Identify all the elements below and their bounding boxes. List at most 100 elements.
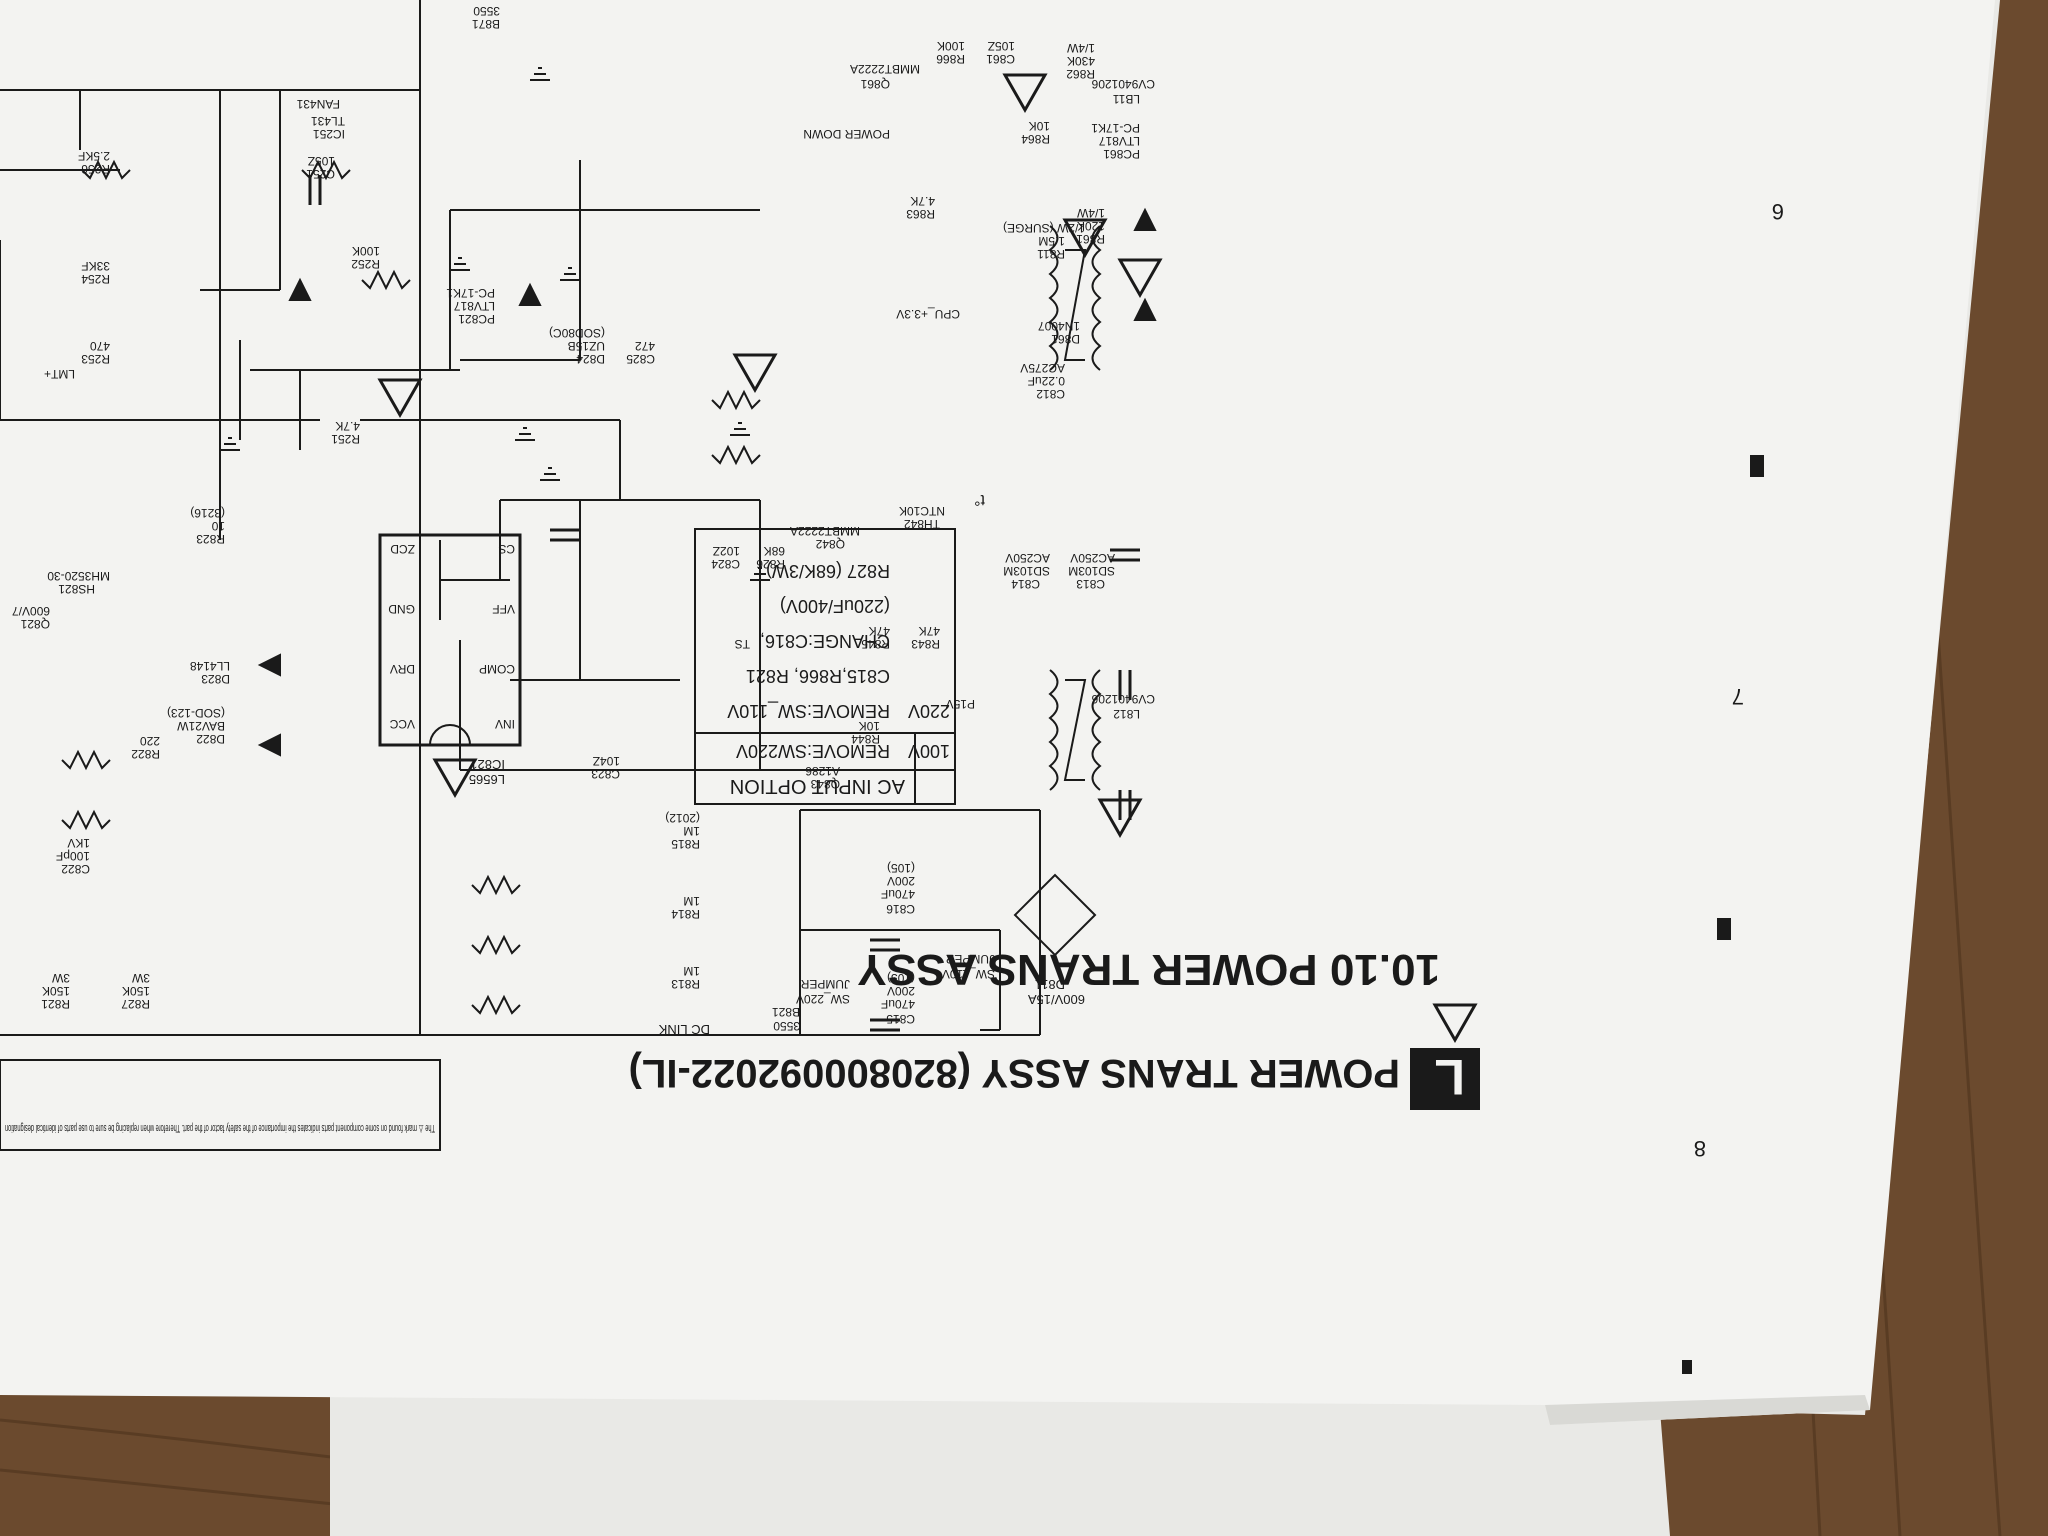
label-l812-part: CV9401206 [1091, 692, 1155, 706]
label-c861: C861 [986, 52, 1015, 66]
inductor-l812 [1048, 669, 1102, 791]
label-ic251-part: TL431 [311, 114, 345, 128]
label-r814: R814 [671, 907, 700, 921]
label-r253: R253 [81, 352, 110, 366]
label-r864: R864 [1021, 132, 1050, 146]
label-r814-val: 1M [683, 894, 700, 908]
label-r821: R821 [41, 997, 70, 1011]
label-power-down: POWER DOWN [803, 127, 890, 141]
registration-mark [1717, 918, 1731, 940]
label-pc821-part: LTV817 [454, 299, 495, 313]
label-r864-val: 10K [1029, 119, 1050, 133]
label-r252-val: 100K [352, 244, 380, 258]
capacitor-symbols [308, 175, 1140, 1032]
label-c812-rating: AC275V [1020, 361, 1065, 375]
label-pin-cs: CS [498, 542, 515, 556]
label-th842: TH842 [904, 517, 940, 531]
label-d824-pkg: (SOD80C) [549, 326, 605, 340]
label-pin-comp: COMP [479, 662, 515, 676]
label-c824-val: 102Z [713, 544, 740, 558]
label-dc-link: DC LINK [658, 1022, 710, 1037]
label-pc821: PC821 [458, 312, 495, 326]
label-r823-pkg: (3216) [190, 506, 225, 520]
label-sw110-sub: JUMPER [945, 952, 995, 966]
label-r827-rating: 3W [131, 971, 150, 985]
label-c814: C814 [1011, 577, 1040, 591]
label-c251-val: 105Z [308, 154, 335, 168]
label-pin-gnd: GND [388, 602, 415, 616]
label-r861-val: 120K [1077, 219, 1105, 233]
label-c861-val: 105Z [988, 39, 1015, 53]
assy-badge-box [1410, 1048, 1480, 1110]
option-row-220v-line4: (220uF/400V) [780, 596, 890, 616]
label-ts: TS [735, 637, 750, 651]
page-column-marks: 6 7 8 [1682, 199, 1784, 1374]
label-b821: B821 [772, 1005, 800, 1019]
label-c812: C812 [1036, 387, 1065, 401]
label-r254-val: 33KF [81, 259, 110, 273]
label-th842-part: NTC10K [899, 504, 945, 518]
label-t-deg: t° [974, 491, 985, 508]
option-row-220v-voltage: 220V [908, 701, 950, 721]
label-r826: R826 [756, 557, 785, 571]
label-r862-rating: 1/4W [1066, 41, 1095, 55]
label-c812-val: 0.22uF [1028, 374, 1065, 388]
label-c814-rating: AC250V [1005, 551, 1050, 565]
label-c813-val: SD103M [1068, 564, 1115, 578]
label-pc861-part2: PC-17K1 [1091, 121, 1140, 135]
bridge-rectifier-d811 [1013, 873, 1097, 957]
label-r813-val: 1M [683, 964, 700, 978]
label-q843-part: A1286 [805, 764, 840, 778]
label-c816-pkg: (105) [887, 861, 915, 875]
label-r811: R811 [1037, 247, 1065, 261]
label-c825-val: 472 [635, 339, 655, 353]
column-number-6: 6 [1772, 199, 1784, 224]
label-r866-val: 100K [937, 39, 965, 53]
assy-badge-letter: L [1434, 1049, 1465, 1105]
column-number-8: 8 [1694, 1136, 1706, 1161]
label-d861-part: 1N4007 [1038, 319, 1080, 333]
label-sw220-sub: JUMPER [800, 977, 850, 991]
label-pc861: PC861 [1103, 147, 1140, 161]
option-row-220v-line5: R827 (68K/3W) [766, 561, 890, 581]
diode-symbols [257, 207, 1157, 757]
label-pin-vcc: VCC [389, 717, 415, 731]
label-r844-val: 10K [859, 719, 880, 733]
label-l812: L812 [1113, 707, 1140, 721]
label-ic821: IC821 [470, 757, 505, 772]
label-q821: Q821 [20, 617, 50, 631]
registration-mark [1750, 455, 1764, 477]
label-pin-vff: VFF [492, 602, 515, 616]
label-r861: R861 [1076, 232, 1105, 246]
ac-input-option-table [694, 528, 956, 805]
option-row-220v-line3: CHANGE:C816, [760, 631, 890, 651]
label-q843: Q843 [810, 777, 840, 791]
label-r823-val: 10 [211, 519, 225, 533]
label-r822: R822 [131, 747, 160, 761]
label-ic251: IC251 [313, 127, 345, 141]
label-r253-val: 470 [90, 339, 110, 353]
safety-note: The ⚠ mark found on some component parts… [5, 1122, 435, 1134]
label-c815: C815 [886, 1012, 915, 1026]
label-sw220: SW_220V [796, 992, 850, 1006]
schematic-paper-sheet [0, 0, 1995, 1425]
label-hs821-part: MH3520-30 [47, 569, 110, 583]
label-lmt: LMT+ [44, 367, 75, 381]
label-r811-rating: 1/2W (SURGE) [1003, 221, 1085, 235]
label-pc821-part2: PC-17K1 [446, 286, 495, 300]
label-q842: Q842 [815, 537, 845, 551]
label-q842-part: MMBT2222A [790, 524, 860, 538]
option-row-220v-line1: REMOVE:SW_110V [727, 700, 890, 721]
label-r866: R866 [936, 52, 965, 66]
label-r863-val: 4.7K [910, 194, 935, 208]
label-sw110: SW_110V [942, 967, 995, 981]
label-r815: R815 [671, 837, 700, 851]
label-c822-val: 100pF [56, 849, 90, 863]
label-cpu-33v: CPU_+3.3V [896, 307, 960, 321]
label-d822: D822 [196, 732, 225, 746]
label-d861: D861 [1051, 332, 1080, 346]
label-d824-part: UZ15B [568, 339, 605, 353]
label-d811-part: 600V/15A [1028, 992, 1085, 1007]
label-d811: D811 [1035, 977, 1065, 992]
label-r256-val: 2.5KF [78, 149, 110, 163]
